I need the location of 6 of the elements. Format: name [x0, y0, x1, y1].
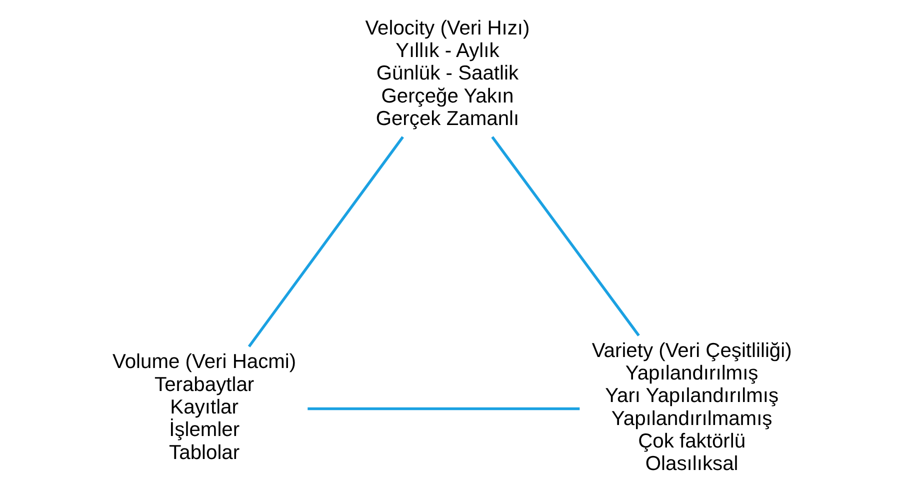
connector	[248, 136, 404, 348]
connector	[308, 407, 580, 410]
node-text: Variety (Veri Çeşitliliği) Yapılandırılmış Yarı Yapılandırılmış Yapılandırılmamış Çok faktörlü Olasılıksal	[592, 340, 792, 476]
node-text: Velocity (Veri Hızı) Yıllık - Aylık Günlük - Saatlik Gerçeğe Yakın Gerçek Zamanlı	[365, 17, 530, 130]
node-text: Volume (Veri Hacmi) Terabaytlar Kayıtlar İşlemler Tablolar	[112, 351, 296, 464]
connector	[491, 136, 640, 336]
